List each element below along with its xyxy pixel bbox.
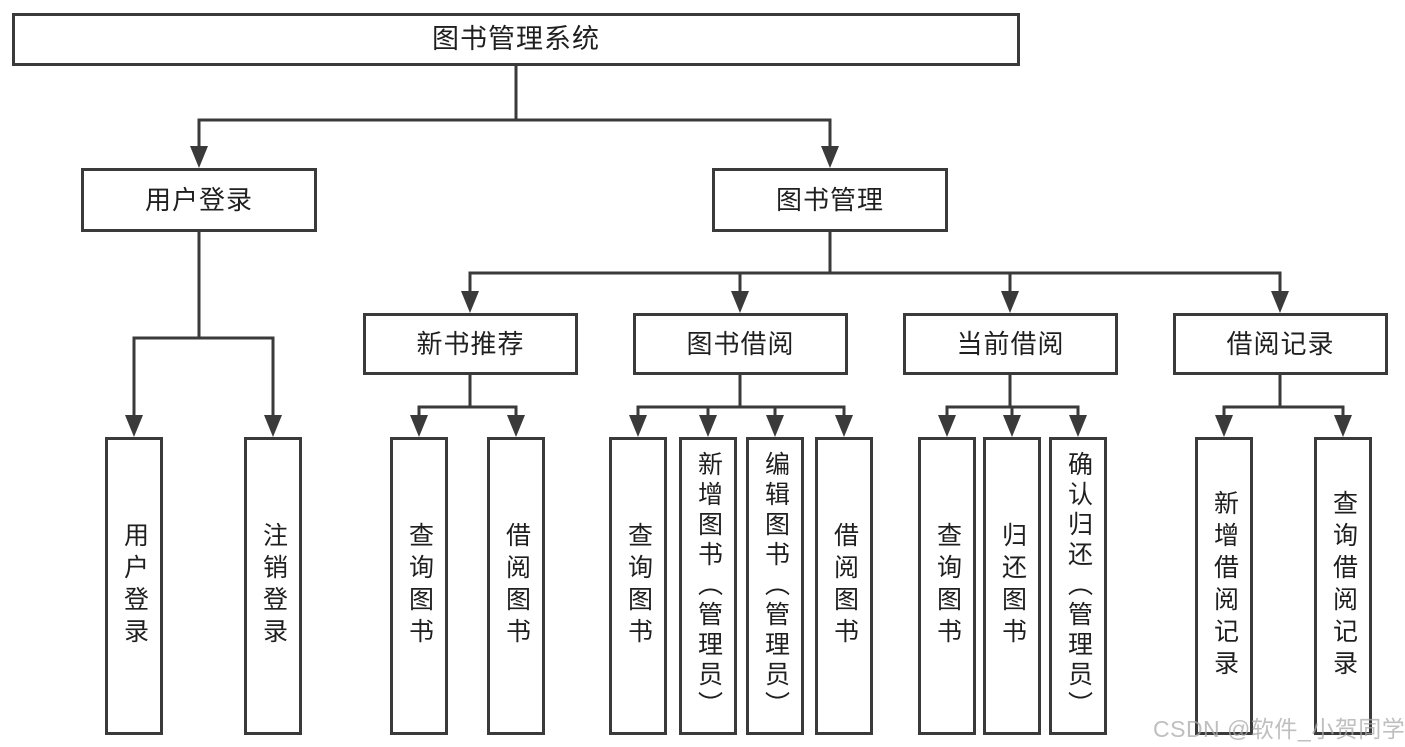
node-leaf-user-login-label: 用户登录 [120,522,149,650]
node-nbr-borrow-label: 借阅图书 [502,522,531,650]
node-br-add: 新增借阅记录 [1195,437,1253,735]
node-cb-query: 查询图书 [918,437,976,735]
node-leaf-logout-label: 注销登录 [259,522,288,650]
node-cb-return-label: 归还图书 [998,522,1027,650]
node-cb-query-label: 查询图书 [933,522,962,650]
node-current-borrow-label: 当前借阅 [956,329,1065,359]
node-book-mgmt: 图书管理 [712,168,948,232]
node-br-query-label: 查询借阅记录 [1329,490,1358,682]
node-cb-confirm-label: 确认归还（管理员） [1064,451,1093,721]
node-leaf-logout: 注销登录 [244,437,302,735]
node-bb-borrow: 借阅图书 [815,437,873,735]
node-new-book-rec: 新书推荐 [363,313,578,375]
node-user-login-label: 用户登录 [144,185,253,215]
node-bb-add-label: 新增图书（管理员） [694,451,723,721]
node-book-mgmt-label: 图书管理 [775,185,884,215]
node-bb-query-label: 查询图书 [624,522,653,650]
node-cb-return: 归还图书 [983,437,1041,735]
node-leaf-user-login: 用户登录 [105,437,163,735]
node-nbr-borrow: 借阅图书 [487,437,545,735]
node-current-borrow: 当前借阅 [903,313,1118,375]
node-root-label: 图书管理系统 [432,24,600,54]
node-bb-borrow-label: 借阅图书 [830,522,859,650]
csdn-watermark: CSDN @软件_小贺同学 [1153,716,1405,742]
node-bb-edit: 编辑图书（管理员） [746,437,804,735]
node-borrow-record-label: 借阅记录 [1226,329,1335,359]
node-br-add-label: 新增借阅记录 [1210,490,1239,682]
connector-current-borrow-to-leaves [938,373,1087,437]
node-cb-confirm: 确认归还（管理员） [1049,437,1107,735]
node-bb-add: 新增图书（管理员） [679,437,737,735]
node-new-book-rec-label: 新书推荐 [416,329,525,359]
connector-book-borrow-to-leaves [629,373,853,437]
node-root: 图书管理系统 [12,13,1020,66]
node-book-borrow: 图书借阅 [633,313,848,375]
node-borrow-record: 借阅记录 [1173,313,1388,375]
node-br-query: 查询借阅记录 [1314,437,1372,735]
node-nbr-query-label: 查询图书 [405,522,434,650]
connector-root-to-level2 [190,64,839,168]
node-user-login: 用户登录 [81,168,317,232]
connector-user-login-to-leaves [125,230,282,437]
connector-new-book-rec-to-leaves [410,373,525,437]
node-bb-query: 查询图书 [609,437,667,735]
node-book-borrow-label: 图书借阅 [686,329,795,359]
connector-borrow-record-to-leaves [1215,373,1352,437]
node-nbr-query: 查询图书 [390,437,448,735]
node-bb-edit-label: 编辑图书（管理员） [761,451,790,721]
connector-book-mgmt-to-level3 [461,230,1289,313]
